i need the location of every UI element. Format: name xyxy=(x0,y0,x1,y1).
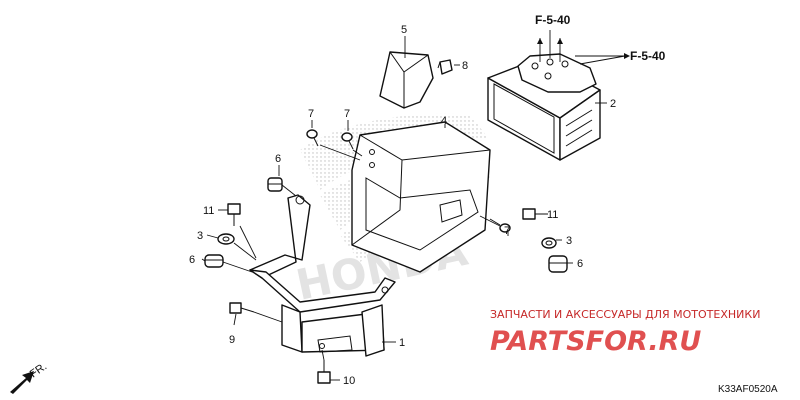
diagram-code: K33AF0520A xyxy=(718,384,778,395)
reference-arrows xyxy=(537,30,630,65)
bracket-part[interactable] xyxy=(249,194,396,357)
front-direction-arrow: FR. xyxy=(10,360,49,394)
callout-6-top: 6 xyxy=(275,153,281,165)
callout-11-right: 11 xyxy=(547,209,558,221)
case-part[interactable] xyxy=(351,121,491,273)
bolt-7-left[interactable] xyxy=(306,129,319,147)
abs-modulator-part[interactable] xyxy=(487,53,601,161)
callout-3-right: 3 xyxy=(566,235,572,247)
callout-6-left: 6 xyxy=(189,254,195,266)
leader-lines xyxy=(201,36,607,381)
callout-10: 10 xyxy=(343,375,355,387)
grommet-6-top[interactable] xyxy=(267,177,283,192)
callout-1: 1 xyxy=(399,337,405,349)
grommet-6-right[interactable] xyxy=(548,255,568,273)
callout-5: 5 xyxy=(401,24,407,36)
callout-7-right: 7 xyxy=(504,225,510,237)
site-watermark: ЗАПЧАСТИ И АКСЕССУАРЫ ДЛЯ МОТОТЕХНИКИ PA… xyxy=(490,308,760,357)
bolt-11-left[interactable] xyxy=(227,203,241,226)
callout-2: 2 xyxy=(610,98,616,110)
callout-7-center: 7 xyxy=(344,108,350,120)
bolt-7-center[interactable] xyxy=(341,132,354,150)
bolt-11-right[interactable] xyxy=(522,208,548,220)
bolt-10[interactable] xyxy=(317,360,331,384)
bolt-9[interactable] xyxy=(229,302,255,314)
collar-3-left[interactable] xyxy=(217,233,235,245)
callout-9: 9 xyxy=(229,334,235,346)
collar-3-right[interactable] xyxy=(541,237,557,249)
callout-6-right: 6 xyxy=(577,258,583,270)
callout-3-left: 3 xyxy=(197,230,203,242)
watermark-brand: PARTSFOR.RU xyxy=(490,326,701,357)
callout-8: 8 xyxy=(462,60,468,72)
grommet-6-left[interactable] xyxy=(204,254,224,268)
reference-right[interactable]: F-5-40 xyxy=(630,49,666,63)
callout-4: 4 xyxy=(441,115,447,127)
cover-part[interactable] xyxy=(379,51,434,109)
bolt-7-right[interactable] xyxy=(489,218,511,233)
watermark-tagline: ЗАПЧАСТИ И АКСЕССУАРЫ ДЛЯ МОТОТЕХНИКИ xyxy=(490,308,760,321)
callout-7-left: 7 xyxy=(308,108,314,120)
reference-top[interactable]: F-5-40 xyxy=(535,13,571,27)
callout-11-left: 11 xyxy=(203,205,214,217)
clip-nut-part[interactable] xyxy=(437,59,453,75)
